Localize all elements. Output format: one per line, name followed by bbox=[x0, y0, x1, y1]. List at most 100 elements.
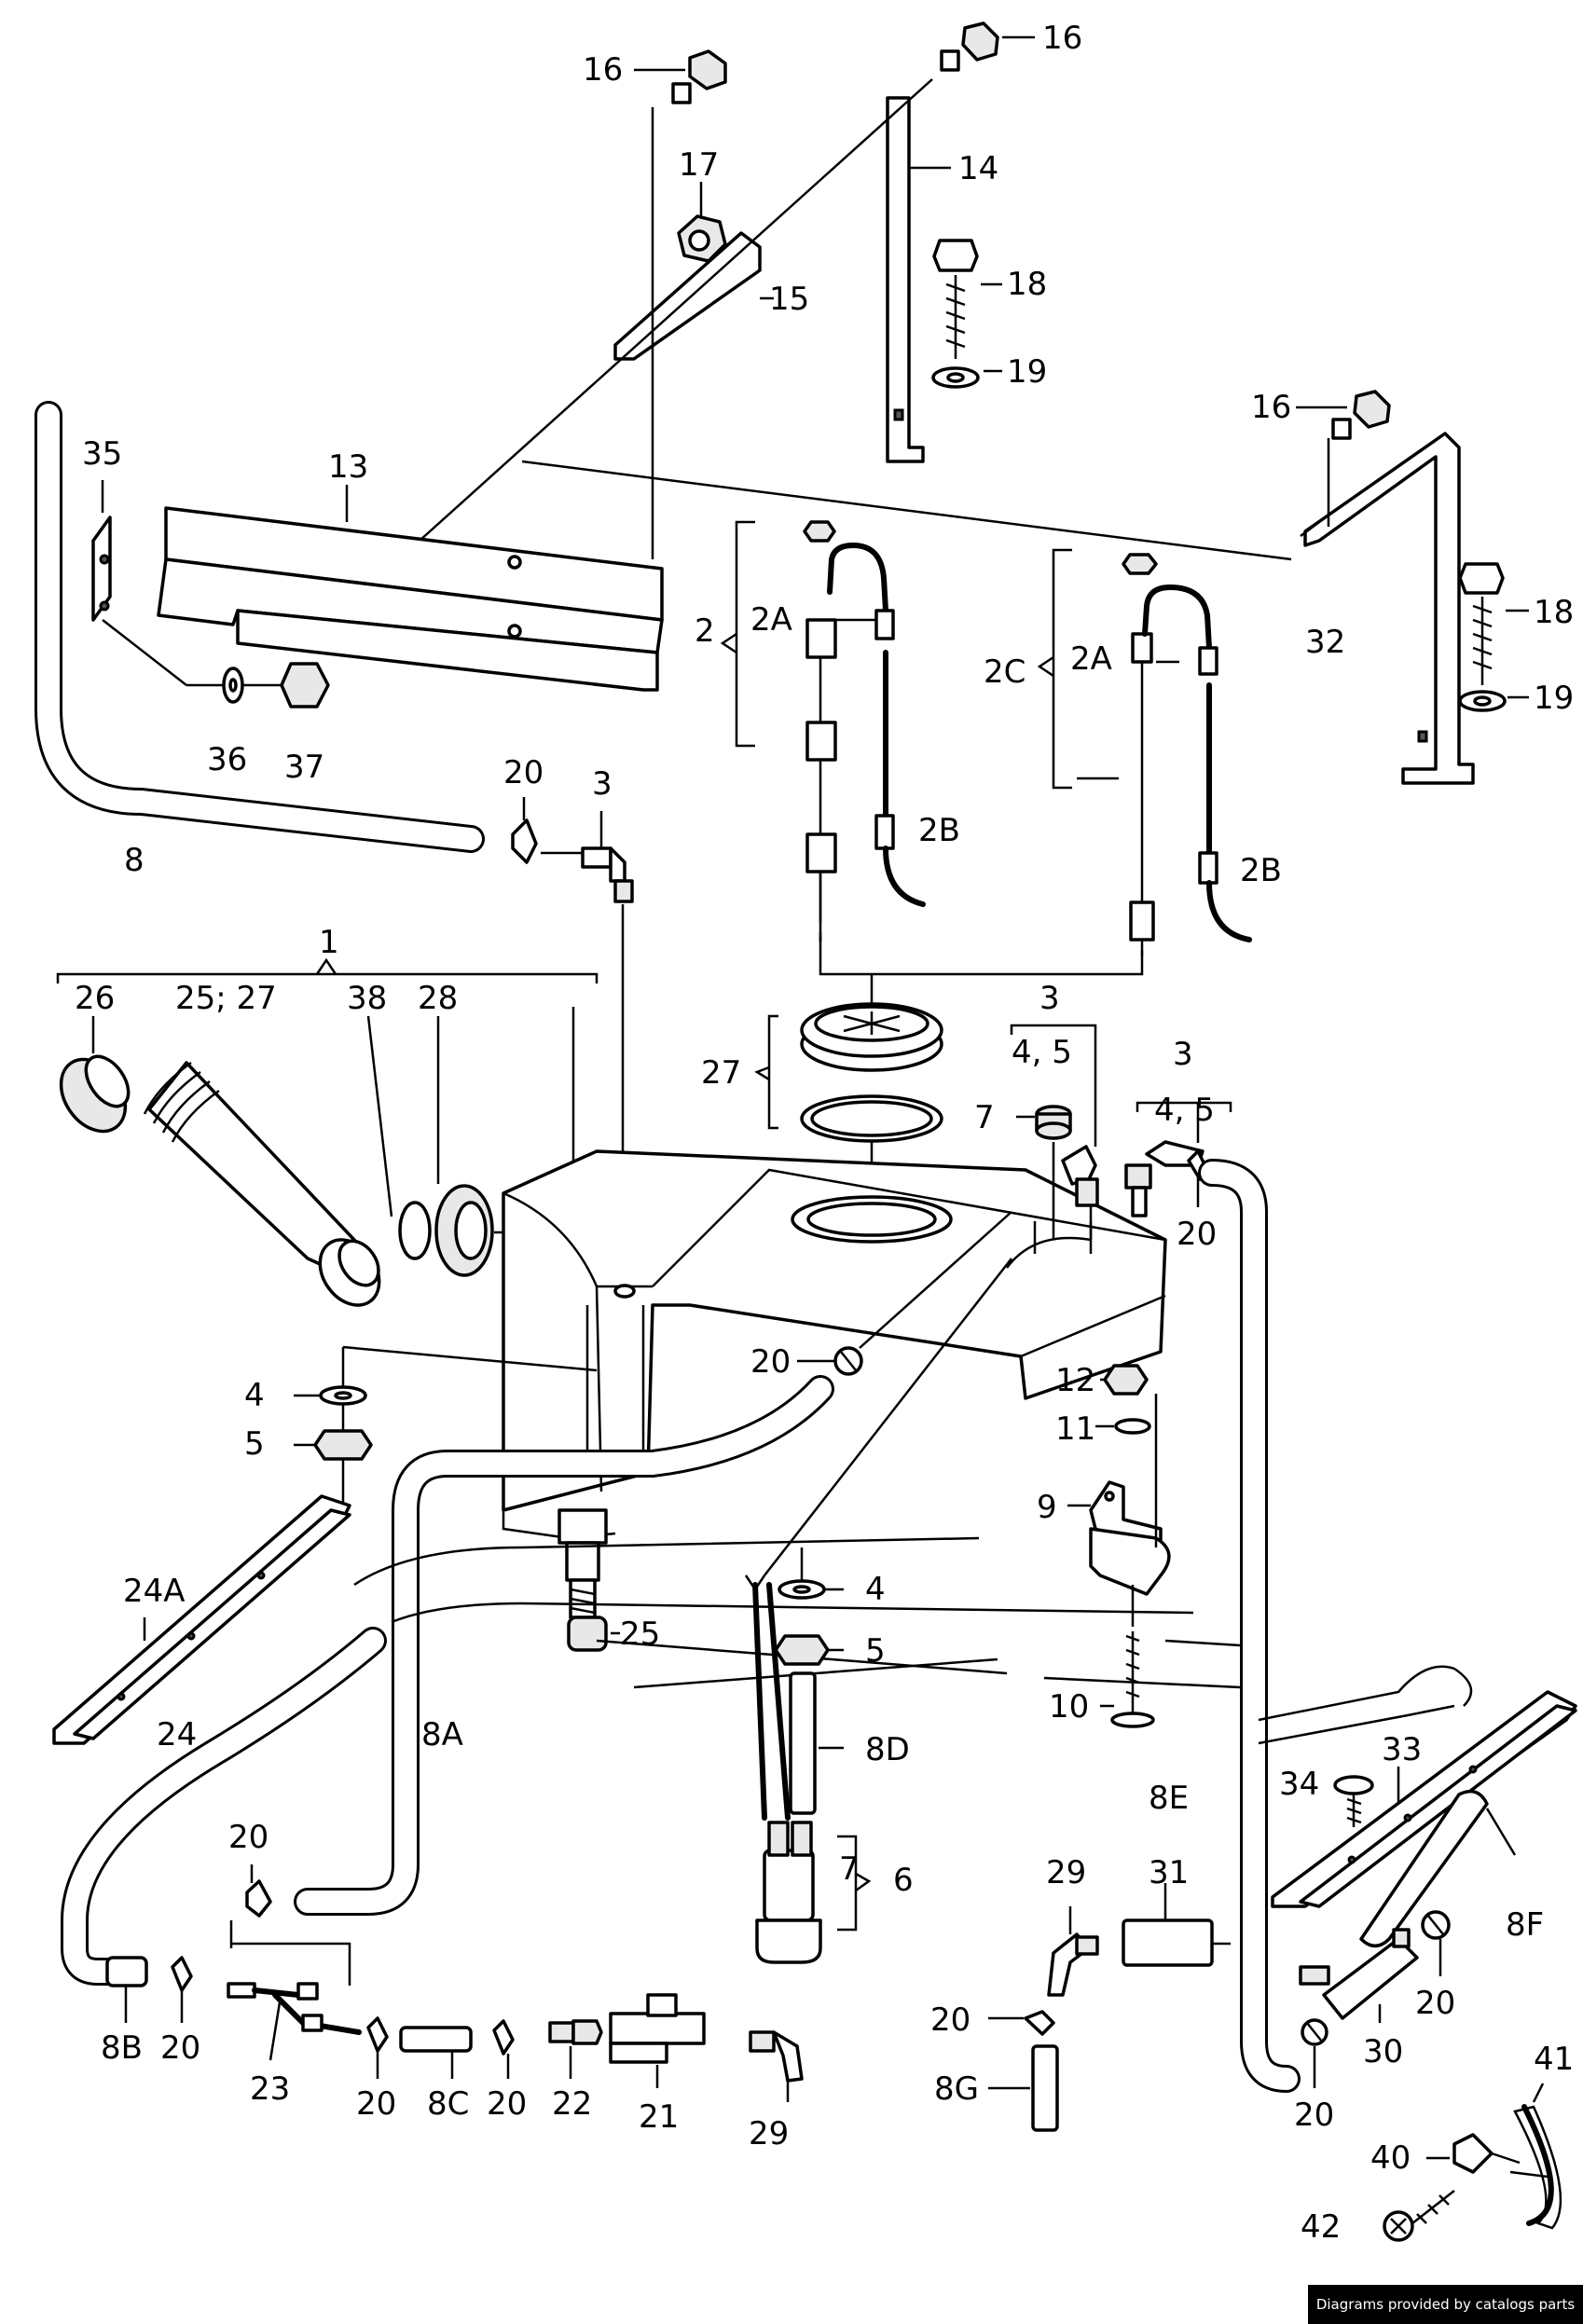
elbow-3-right bbox=[1124, 1101, 1232, 1217]
filter-8D bbox=[789, 1671, 844, 1815]
label-31: 31 bbox=[1149, 1854, 1189, 1891]
gasket-28 bbox=[434, 1016, 550, 1277]
filler-cap-26 bbox=[59, 1016, 131, 1134]
frame-outline bbox=[353, 1536, 1473, 1745]
label-18a: 18 bbox=[1007, 266, 1047, 303]
label-4a: 4 bbox=[244, 1377, 265, 1414]
label-38: 38 bbox=[347, 980, 387, 1017]
elbow-3-middle bbox=[1010, 1024, 1099, 1240]
label-2Bb: 2B bbox=[1240, 852, 1282, 889]
label-10: 10 bbox=[1049, 1688, 1089, 1726]
filler-neck-25-27 bbox=[56, 957, 599, 1307]
label-20f: 20 bbox=[930, 2001, 970, 2039]
screw-42 bbox=[1383, 2190, 1455, 2242]
vertical-rod-8 bbox=[34, 401, 485, 853]
label-25: 25 bbox=[620, 1616, 660, 1653]
crossbar-35 bbox=[91, 480, 112, 622]
label-20g: 20 bbox=[160, 2029, 200, 2067]
label-29b: 29 bbox=[749, 2115, 789, 2152]
clamp-20-8B bbox=[171, 1956, 193, 2023]
label-16b: 16 bbox=[1042, 20, 1082, 57]
clamp-20-30-lower bbox=[1301, 2018, 1328, 2088]
label-18b: 18 bbox=[1534, 594, 1574, 631]
label-30: 30 bbox=[1363, 2033, 1403, 2070]
label-15: 15 bbox=[769, 281, 809, 318]
fitting-22 bbox=[548, 2019, 603, 2079]
fuel-line-8D-feed bbox=[744, 1258, 1012, 1821]
screw-34 bbox=[1333, 1775, 1374, 1827]
bracket-14 bbox=[886, 96, 951, 463]
label-28: 28 bbox=[418, 980, 458, 1017]
nut-17 bbox=[677, 182, 727, 263]
clamp-20-8C-left bbox=[366, 2016, 389, 2079]
sender-2 bbox=[720, 520, 926, 942]
label-24: 24 bbox=[157, 1716, 197, 1753]
hose-24 bbox=[61, 1627, 387, 1986]
grommet-7 bbox=[1016, 1105, 1072, 1240]
label-8A: 8A bbox=[421, 1716, 463, 1753]
clamp-20-upper-left bbox=[229, 1864, 351, 1986]
fuel-cap-27 bbox=[754, 1002, 943, 1130]
label-14: 14 bbox=[958, 150, 998, 187]
fuel-tank bbox=[502, 1149, 1167, 1652]
label-27: 27 bbox=[701, 1054, 741, 1092]
nut-5-left bbox=[294, 1429, 373, 1461]
label-2Ab: 2A bbox=[1070, 640, 1112, 678]
washer-4-right bbox=[778, 1547, 844, 1600]
label-3b: 3 bbox=[1039, 980, 1060, 1017]
washer-19-upper bbox=[931, 366, 1002, 389]
label-45b: 4, 5 bbox=[1154, 1092, 1215, 1129]
washer-11 bbox=[1095, 1418, 1151, 1435]
bolt-16-right bbox=[419, 21, 1035, 542]
label-20d: 20 bbox=[228, 1819, 268, 1856]
label-3c: 3 bbox=[1173, 1036, 1193, 1073]
bolt-18-upper bbox=[932, 239, 1002, 359]
pump-6 bbox=[755, 1821, 872, 1964]
label-36: 36 bbox=[207, 741, 247, 778]
label-16c: 16 bbox=[1251, 389, 1291, 426]
elbow-29-bottom bbox=[749, 2030, 804, 2102]
leader-cross bbox=[521, 460, 1292, 561]
clamp-20-8G bbox=[988, 2010, 1055, 2036]
filter-21 bbox=[609, 1993, 706, 2088]
label-5a: 5 bbox=[244, 1425, 265, 1463]
callout-labels: 16 16 17 14 15 18 19 16 35 13 18 32 19 2… bbox=[75, 20, 1574, 2246]
hose-8F bbox=[1359, 1789, 1517, 1948]
label-41: 41 bbox=[1534, 2041, 1574, 2078]
elbow-29-right bbox=[1047, 1906, 1099, 1997]
bolt-16-left bbox=[634, 49, 727, 559]
fitting-30 bbox=[1299, 1928, 1419, 2023]
label-23: 23 bbox=[250, 2070, 290, 2108]
label-8C: 8C bbox=[427, 2085, 469, 2123]
label-24A: 24A bbox=[123, 1573, 186, 1610]
label-45a: 4, 5 bbox=[1012, 1034, 1072, 1071]
bracket-32 bbox=[1300, 432, 1475, 785]
label-7a: 7 bbox=[974, 1099, 995, 1136]
label-8B: 8B bbox=[101, 2029, 143, 2067]
leader-sender bbox=[819, 932, 1144, 976]
label-17: 17 bbox=[679, 146, 719, 184]
label-29a: 29 bbox=[1046, 1854, 1086, 1891]
clamp-20-8C-right bbox=[492, 2019, 515, 2079]
label-7b: 7 bbox=[839, 1850, 860, 1888]
bolt-16-far-right bbox=[1296, 390, 1391, 527]
tank-guide-lines bbox=[341, 1345, 598, 1510]
label-13: 13 bbox=[328, 448, 368, 486]
clamp-20-30-upper bbox=[1421, 1910, 1451, 1976]
label-20j: 20 bbox=[1294, 2097, 1334, 2134]
label-2A: 2A bbox=[750, 601, 792, 639]
crossbar-13 bbox=[157, 485, 664, 692]
label-20c: 20 bbox=[750, 1343, 791, 1381]
label-42: 42 bbox=[1301, 2208, 1341, 2246]
sender-2C bbox=[1037, 548, 1252, 956]
tube-8G bbox=[988, 2044, 1059, 2132]
hose-8A bbox=[294, 1375, 834, 1916]
nut-12 bbox=[1100, 1364, 1158, 1547]
label-9: 9 bbox=[1037, 1489, 1057, 1526]
label-22: 22 bbox=[552, 2085, 592, 2123]
washer-19-right bbox=[1458, 690, 1529, 712]
label-35: 35 bbox=[82, 435, 122, 473]
bolt-10 bbox=[1100, 1585, 1155, 1728]
tray-33 bbox=[1271, 1690, 1577, 1908]
